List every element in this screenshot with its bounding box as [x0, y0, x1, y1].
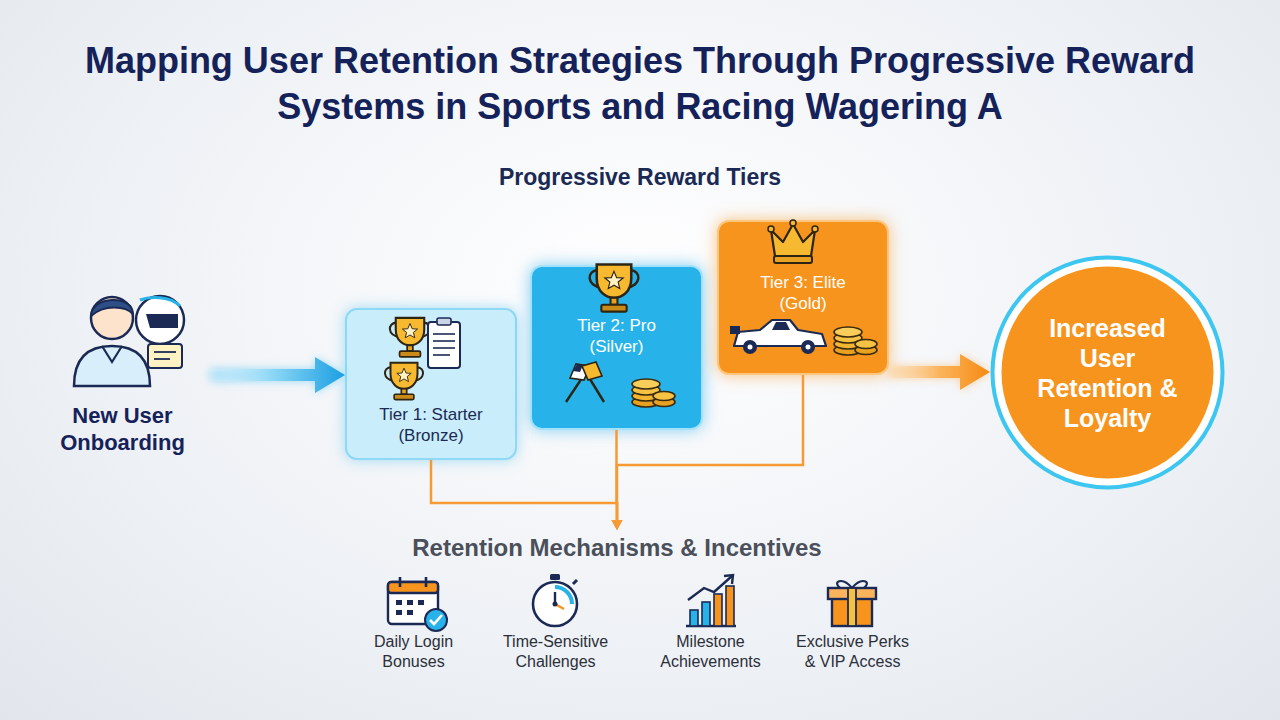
diagram-title: Mapping User Retention Strategies Throug… — [70, 38, 1210, 130]
arrow-head — [612, 520, 623, 530]
node-label: Tier 3: Elite (Gold) — [738, 272, 868, 314]
arrow-glow — [889, 354, 990, 390]
node-label: Increased User Retention & Loyalty — [1025, 313, 1190, 433]
connector — [612, 430, 623, 530]
node-label: Tier 2: Pro (Silver) — [557, 315, 677, 357]
stopwatch-icon — [533, 574, 577, 626]
arrow-head — [612, 520, 623, 530]
node-label: Retention Mechanisms & Incentives — [412, 533, 821, 563]
mechanisms-heading: Retention Mechanisms & Incentives — [372, 530, 862, 566]
arrow-body — [210, 357, 345, 393]
connector-line — [615, 430, 618, 520]
mechanism-label: Time-Sensitive Challenges — [493, 632, 618, 672]
connector-line — [431, 460, 617, 520]
connector — [431, 460, 623, 530]
tier-box: Tier 3: Elite (Gold) — [717, 220, 889, 375]
gift-icon — [828, 581, 876, 626]
circle-ring — [993, 258, 1223, 488]
user-icon — [74, 296, 184, 386]
mechanism-label: Daily Login Bonuses — [351, 632, 476, 672]
connector — [889, 354, 990, 390]
circle-outline — [990, 255, 1225, 490]
arrow-head — [612, 520, 623, 530]
calendar-icon — [388, 577, 447, 631]
mechanism-label: Exclusive Perks & VIP Access — [789, 632, 916, 672]
tier-box: Tier 2: Pro (Silver) — [530, 265, 703, 430]
arrow-glow — [210, 357, 345, 393]
tier-box: Tier 1: Starter (Bronze) — [345, 308, 517, 460]
node-label: Tier 1: Starter (Bronze) — [356, 404, 506, 446]
outcome-circle: Increased User Retention & Loyalty — [990, 255, 1225, 490]
connector — [210, 357, 345, 393]
start-node: New User Onboarding — [35, 290, 210, 458]
growth-chart-icon — [686, 575, 736, 626]
section-heading: Progressive Reward Tiers — [380, 163, 900, 191]
node-label: New User Onboarding — [35, 402, 210, 456]
mechanism-label: Milestone Achievements — [648, 632, 773, 672]
arrow-body — [889, 354, 990, 390]
circle-fill — [1002, 267, 1214, 479]
